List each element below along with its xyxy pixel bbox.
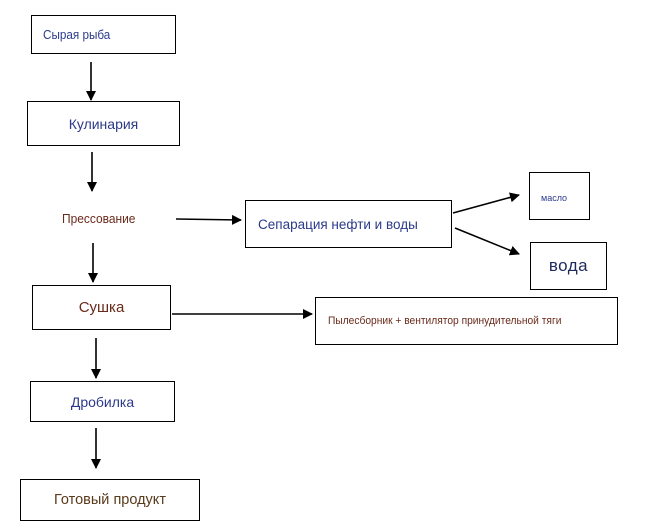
node-drying-label: Сушка <box>78 299 125 316</box>
node-oil: масло <box>529 172 590 220</box>
node-cooking: Кулинария <box>27 101 180 146</box>
node-raw-fish-label: Сырая рыба <box>43 27 111 42</box>
arrow-separation-to-water <box>454 227 520 256</box>
node-crushing: Дробилка <box>30 381 175 422</box>
node-pressing: Прессование <box>25 194 176 239</box>
node-separation-label: Сепарация нефти и воды <box>258 216 418 232</box>
node-crushing-label: Дробилка <box>70 393 135 410</box>
node-final-product: Готовый продукт <box>20 479 200 521</box>
node-raw-fish: Сырая рыба <box>31 15 176 54</box>
node-separation: Сепарация нефти и воды <box>245 200 452 248</box>
node-dust-collector: Пылесборник + вентилятор принудительной … <box>315 297 618 345</box>
node-final-product-label: Готовый продукт <box>54 492 166 508</box>
arrow-separation-to-oil <box>452 192 520 214</box>
node-water: вода <box>530 242 607 290</box>
node-pressing-label: Прессование <box>62 211 136 226</box>
arrow-pressing-to-separation <box>175 214 242 225</box>
node-cooking-label: Кулинария <box>68 115 139 132</box>
node-drying: Сушка <box>32 285 171 330</box>
node-water-label: вода <box>548 256 589 275</box>
node-dust-collector-label: Пылесборник + вентилятор принудительной … <box>328 315 562 327</box>
node-oil-label: масло <box>541 193 568 203</box>
